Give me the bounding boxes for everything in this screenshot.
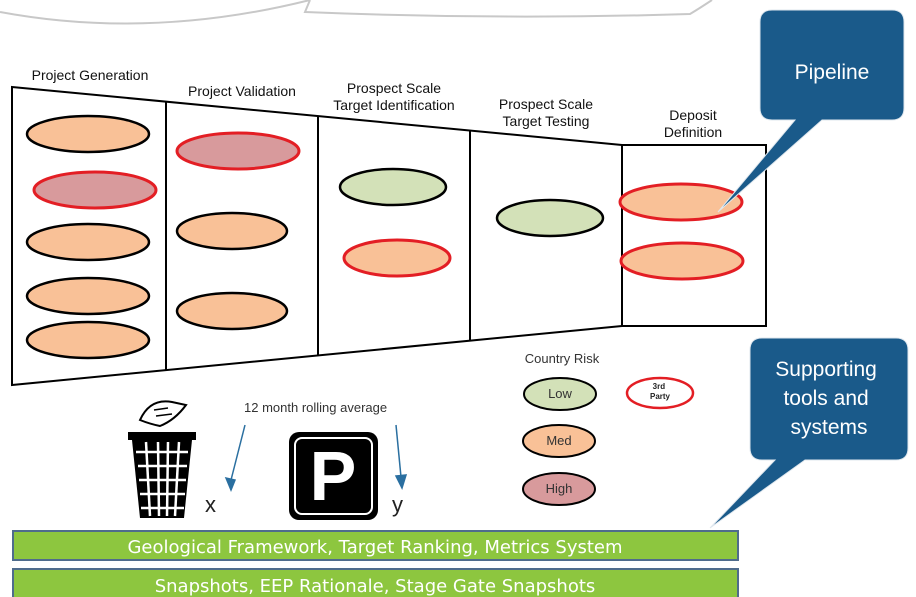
supporting-bar-2-label: Snapshots, EEP Rationale, Stage Gate Sna… <box>155 576 596 597</box>
stage-label-project-validation: Project Validation <box>188 83 296 99</box>
project-ellipse-low <box>495 198 605 238</box>
project-ellipse-high-third-party <box>32 170 158 210</box>
discard-count-label: x <box>205 492 216 517</box>
legend-med-label: Med <box>546 433 571 448</box>
project-ellipse-med <box>25 276 151 316</box>
project-ellipse-med <box>25 320 151 360</box>
legend-third-party-swatch <box>625 376 695 410</box>
project-ellipse-high-third-party <box>175 131 301 171</box>
legend-third-party-label: 3rd Party <box>650 382 671 401</box>
project-ellipse-med-third-party <box>619 241 745 281</box>
parking-sign-icon: P <box>289 432 378 520</box>
parked-count-label: y <box>392 492 403 517</box>
supporting-tools-callout: Supporting tools and systems <box>709 337 909 529</box>
pipeline-callout-label: Pipeline <box>795 61 870 84</box>
project-ellipse-med-third-party <box>618 182 744 222</box>
stage-label-project-generation: Project Generation <box>32 67 149 83</box>
project-ellipse-med-third-party <box>342 238 452 278</box>
project-ellipse-med <box>25 222 151 262</box>
legend-high-swatch <box>522 472 596 506</box>
supporting-bar-1-label: Geological Framework, Target Ranking, Me… <box>127 537 622 558</box>
supporting-bar-2: Snapshots, EEP Rationale, Stage Gate Sna… <box>12 568 739 597</box>
legend-title: Country Risk <box>525 351 600 366</box>
legend-low-swatch <box>523 377 597 411</box>
project-ellipse-med <box>175 291 289 331</box>
supporting-tools-callout-label: Supporting tools and systems <box>775 358 882 439</box>
rolling-average-arrows <box>224 424 408 492</box>
supporting-bar-1: Geological Framework, Target Ranking, Me… <box>12 530 739 561</box>
rolling-average-label: 12 month rolling average <box>244 400 387 415</box>
project-ellipse-low <box>338 167 448 207</box>
legend-high-label: High <box>546 481 573 496</box>
legend-low-label: Low <box>548 386 572 401</box>
header-decoration <box>0 0 713 25</box>
pipeline-callout: Pipeline <box>717 9 905 213</box>
parking-letter: P <box>310 437 357 515</box>
trash-bin-icon <box>128 400 196 518</box>
project-ellipse-med <box>175 211 289 251</box>
project-ellipse-med <box>25 114 151 154</box>
legend-med-swatch <box>522 424 596 458</box>
